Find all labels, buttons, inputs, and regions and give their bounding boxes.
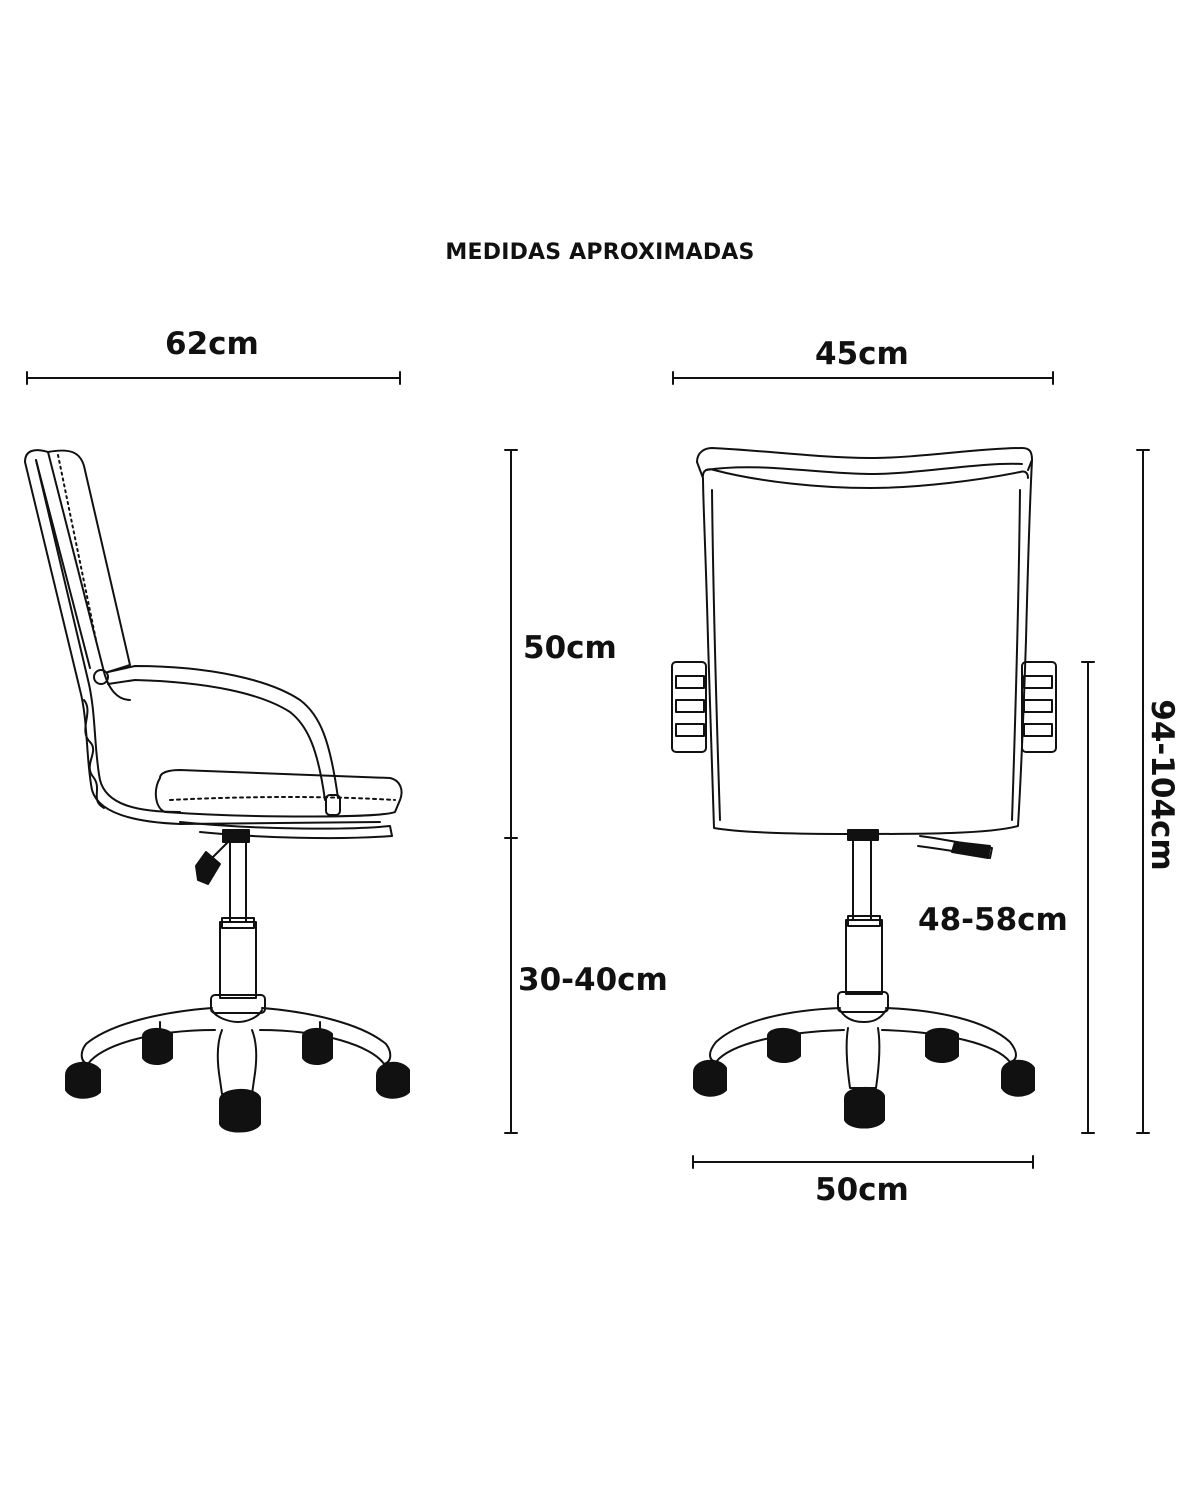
front-backrest xyxy=(696,447,1033,835)
seat-height-label: 30-40cm xyxy=(518,962,668,998)
side-backrest xyxy=(24,449,381,825)
total-height-dimension-line xyxy=(1136,449,1150,1134)
front-gas-lift xyxy=(837,839,889,1013)
side-base xyxy=(80,1007,392,1095)
base-width-label: 50cm xyxy=(815,1172,909,1208)
armrest-height-label: 48-58cm xyxy=(918,902,1068,938)
side-width-label: 62cm xyxy=(165,326,259,362)
vertical-dimension-line xyxy=(504,449,518,1134)
side-view-chair xyxy=(24,449,410,1133)
front-base xyxy=(709,1007,1017,1089)
front-mechanism xyxy=(847,829,993,859)
side-width-dimension-line xyxy=(26,371,401,385)
side-armrest xyxy=(93,665,341,816)
base-width-dimension-line xyxy=(692,1155,1034,1169)
front-armrest-right xyxy=(1021,661,1057,753)
backrest-height-label: 50cm xyxy=(523,630,617,666)
side-seat xyxy=(154,769,403,840)
front-view-chair xyxy=(671,447,1057,1129)
front-casters xyxy=(693,1028,1035,1129)
front-width-dimension-line xyxy=(672,371,1054,385)
front-armrest-left xyxy=(671,661,707,753)
front-width-label: 45cm xyxy=(815,336,909,372)
diagram-title: MEDIDAS APROXIMADAS xyxy=(445,240,755,265)
armrest-height-dimension-line xyxy=(1081,661,1095,1134)
side-casters xyxy=(65,1028,410,1133)
side-mechanism xyxy=(195,829,250,885)
dimension-lines xyxy=(26,371,1150,1169)
side-gas-lift xyxy=(210,841,266,1014)
